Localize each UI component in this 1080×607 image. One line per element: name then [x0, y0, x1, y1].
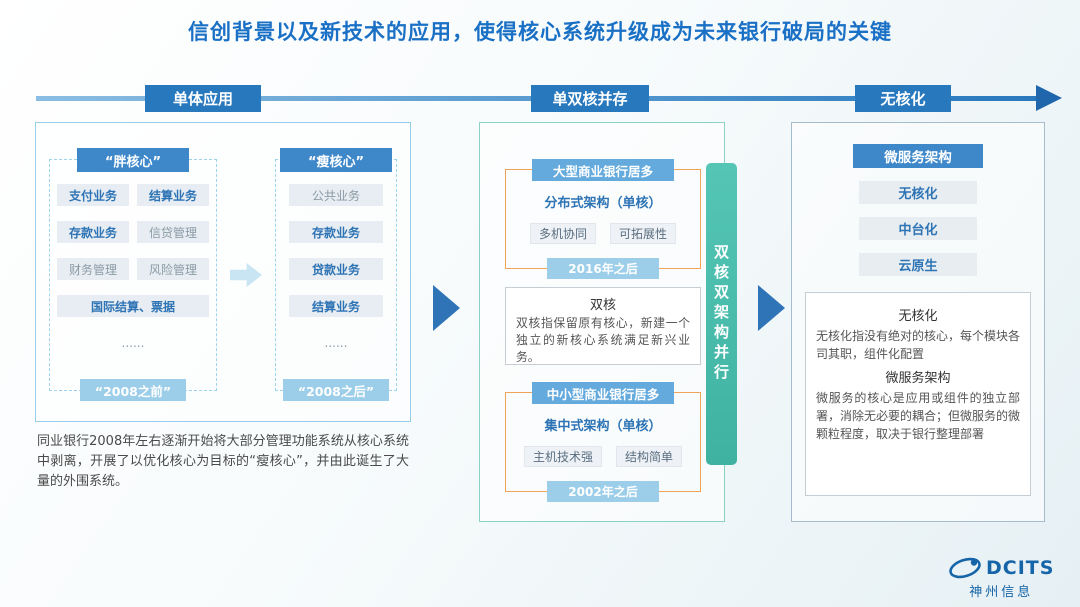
thin-core-items: 公共业务 存款业务 贷款业务 结算业务 ...... — [283, 184, 389, 354]
stage-label-coreless: 无核化 — [855, 85, 951, 112]
large-banks-header: 大型商业银行居多 — [532, 159, 674, 181]
architecture-tags: 主机技术强 结构简单 — [523, 446, 683, 467]
page-title: 信创背景以及新技术的应用，使得核心系统升级成为未来银行破局的关键 — [188, 20, 892, 44]
logo-brand-text: DCITS — [986, 557, 1055, 579]
panel-coreless: 微服务架构 无核化 中台化 云原生 无核化 无核化指没有绝对的核心，每个模块各司… — [791, 122, 1045, 522]
business-chip: 贷款业务 — [289, 258, 383, 280]
large-banks-box: 大型商业银行居多 分布式架构（单核） 多机协同 可拓展性 2016年之后 — [505, 159, 701, 279]
core-comparison: “胖核心” 支付业务 结算业务 存款业务 信贷管理 财务管理 风险管理 国际结算… — [49, 148, 397, 401]
dual-core-title: 双核 — [589, 298, 616, 313]
flow-arrow-icon — [758, 285, 785, 331]
feature-tag: 结构简单 — [616, 446, 683, 467]
fat-core-column: “胖核心” 支付业务 结算业务 存款业务 信贷管理 财务管理 风险管理 国际结算… — [49, 148, 217, 401]
section-text: 微服务的核心是应用或组件的独立部署，消除无必要的耦合；但微服务的微颗粒程度，取决… — [816, 391, 1021, 441]
dual-core-note: 双核 双核指保留原有核心，新建一个独立的新核心系统满足新兴业务。 — [505, 287, 701, 365]
architecture-name: 分布式架构（单核） — [544, 196, 662, 211]
stage-label-monolith: 单体应用 — [145, 85, 261, 112]
section-text: 无核化指没有绝对的核心，每个模块各司其职，组件化配置 — [816, 329, 1021, 361]
thin-core-column: “瘦核心” 公共业务 存款业务 贷款业务 结算业务 ...... “2008之后… — [275, 148, 397, 401]
microservice-header: 微服务架构 — [853, 144, 983, 168]
period-badge: 2002年之后 — [547, 481, 659, 502]
feature-tag: 可拓展性 — [610, 223, 677, 244]
concept-chip: 云原生 — [859, 253, 977, 276]
logo-company-text: 神州信息 — [969, 585, 1034, 600]
business-chip: 公共业务 — [289, 184, 383, 206]
architecture-name: 集中式架构（单核） — [544, 419, 662, 434]
logo-row: DCITS — [948, 556, 1054, 580]
concept-chip: 无核化 — [859, 181, 977, 204]
concept-chip: 中台化 — [859, 217, 977, 240]
business-chip: 结算业务 — [137, 184, 209, 206]
transition-arrow-icon — [230, 263, 262, 287]
panel-monolith: “胖核心” 支付业务 结算业务 存款业务 信贷管理 财务管理 风险管理 国际结算… — [35, 122, 411, 422]
flow-arrow-icon — [433, 285, 460, 331]
dcits-swoosh-icon — [949, 557, 981, 579]
ellipsis-row: ...... — [324, 336, 348, 350]
dual-architecture-banner: 双核双架构并行 — [706, 163, 737, 465]
business-chip: 结算业务 — [289, 295, 383, 317]
timeline-arrowhead-icon — [1036, 85, 1062, 111]
stage-label-dual-core: 单双核并存 — [531, 85, 649, 112]
business-chip: 信贷管理 — [137, 221, 209, 243]
period-badge: 2016年之后 — [547, 258, 659, 279]
small-banks-box: 中小型商业银行居多 集中式架构（单核） 主机技术强 结构简单 2002年之后 — [505, 382, 701, 502]
dual-core-description: 双核指保留原有核心，新建一个独立的新核心系统满足新兴业务。 — [516, 316, 690, 365]
dcits-logo: DCITS 神州信息 — [948, 556, 1054, 600]
section-title: 微服务架构 — [885, 371, 951, 386]
fat-core-period-badge: “2008之前” — [80, 379, 186, 401]
business-chip: 财务管理 — [57, 258, 129, 280]
architecture-tags: 多机协同 可拓展性 — [529, 223, 677, 244]
ellipsis-row: ...... — [121, 336, 145, 350]
feature-tag: 主机技术强 — [523, 446, 602, 467]
thin-core-period-badge: “2008之后” — [283, 379, 389, 401]
business-chip: 支付业务 — [57, 184, 129, 206]
business-chip: 风险管理 — [137, 258, 209, 280]
business-chip: 存款业务 — [289, 221, 383, 243]
section-title: 无核化 — [898, 309, 938, 324]
feature-tag: 多机协同 — [529, 223, 596, 244]
coreless-note: 无核化 无核化指没有绝对的核心，每个模块各司其职，组件化配置 微服务架构 微服务… — [805, 292, 1031, 496]
business-chip: 存款业务 — [57, 221, 129, 243]
monolith-description: 同业银行2008年左右逐渐开始将大部分管理功能系统从核心系统中剥离，开展了以优化… — [37, 434, 409, 490]
small-banks-header: 中小型商业银行居多 — [532, 382, 674, 404]
thin-core-header: “瘦核心” — [280, 148, 392, 172]
fat-core-header: “胖核心” — [77, 148, 189, 172]
panel-dual-core: 大型商业银行居多 分布式架构（单核） 多机协同 可拓展性 2016年之后 双核 … — [479, 122, 725, 522]
fat-core-items: 支付业务 结算业务 存款业务 信贷管理 财务管理 风险管理 国际结算、票据 ..… — [57, 184, 209, 354]
business-chip: 国际结算、票据 — [57, 295, 209, 317]
